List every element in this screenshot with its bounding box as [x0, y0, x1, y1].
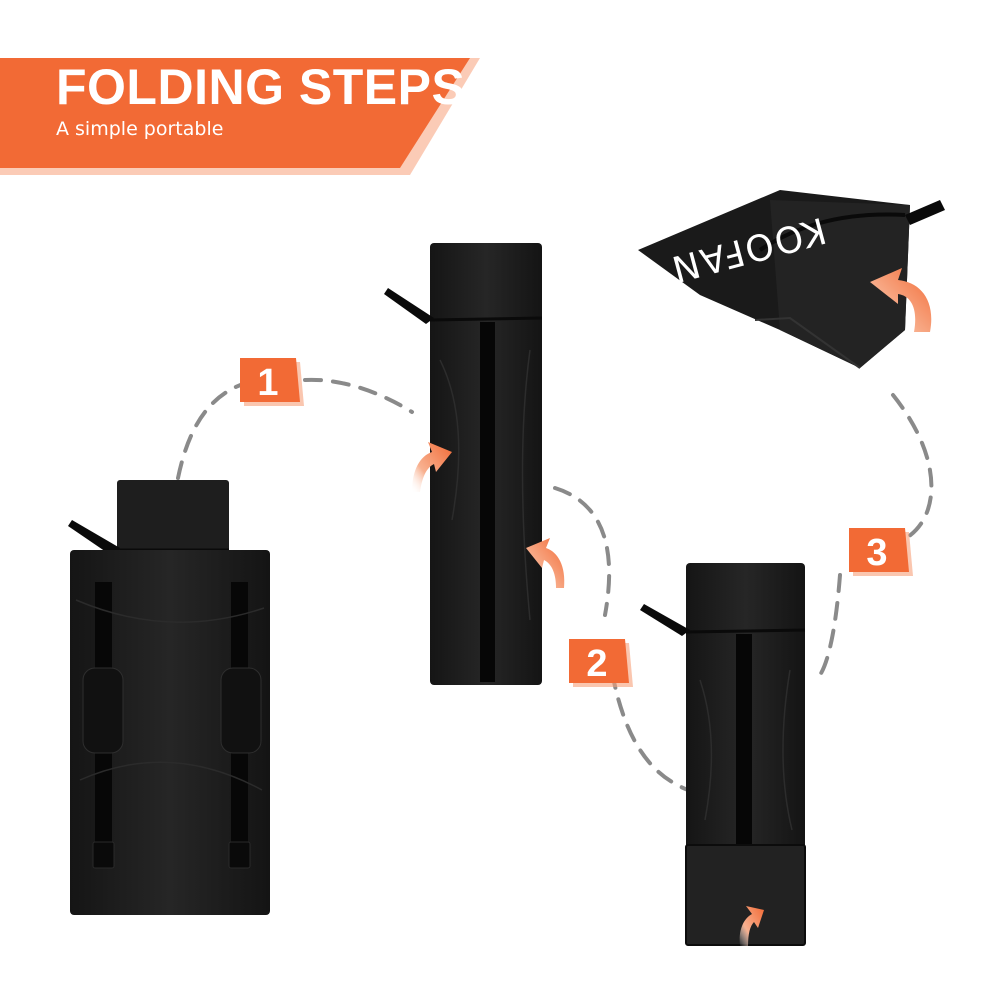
curved-arrow-icon	[412, 442, 452, 492]
banner-background	[0, 58, 470, 168]
header-banner	[0, 58, 480, 175]
dashed-connectors	[176, 377, 934, 792]
curved-arrow-icon	[526, 538, 565, 588]
bag-fold-step-2	[640, 563, 806, 946]
step-badge-1: 1	[240, 358, 304, 406]
step-label-2: 2	[586, 643, 607, 685]
bag-fold-step-1	[384, 243, 543, 685]
connector-step-3	[813, 393, 934, 682]
curved-arrow-icon	[870, 268, 932, 332]
banner-title: FOLDING STEPS	[56, 59, 466, 115]
step-badge-3: 3	[849, 528, 913, 576]
step-label-3: 3	[866, 532, 887, 574]
curved-arrow-icon	[739, 906, 764, 946]
banner-subtitle: A simple portable	[56, 118, 224, 140]
fold-arrows	[412, 268, 932, 946]
bag-unfolded	[68, 480, 270, 915]
step-label-1: 1	[257, 362, 278, 404]
connector-step-2	[553, 486, 690, 792]
step-badge-2: 2	[569, 639, 633, 687]
bag-packed: KOOFAN	[638, 190, 945, 369]
